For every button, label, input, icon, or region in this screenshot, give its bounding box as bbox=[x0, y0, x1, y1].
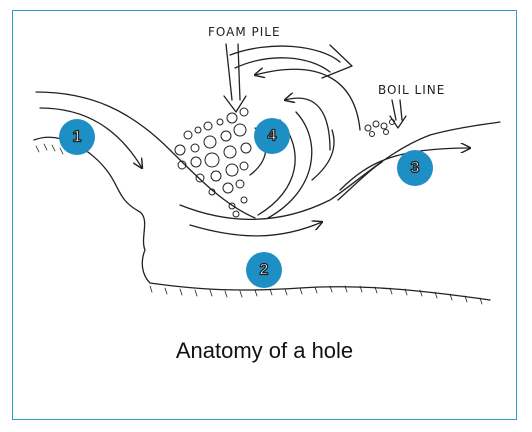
badge-2: 2 bbox=[246, 252, 282, 288]
foam-pile-label: FOAM PILE bbox=[208, 25, 281, 39]
badge-1-number: 1 bbox=[73, 129, 82, 146]
wave-curl-4 bbox=[311, 129, 335, 181]
upstream-flow-line bbox=[35, 91, 256, 219]
boil-line-pointer bbox=[389, 99, 407, 129]
riverbed-outline bbox=[33, 136, 491, 301]
riverbed-texture bbox=[35, 143, 483, 305]
wave-curl-2 bbox=[267, 111, 313, 219]
badge-4: 4 bbox=[254, 118, 290, 154]
recirculation-inner bbox=[285, 98, 331, 151]
recirculation-outer bbox=[255, 69, 361, 131]
boil-foam bbox=[364, 119, 395, 137]
badge-2-number: 2 bbox=[260, 262, 269, 279]
incoming-arrow-head bbox=[321, 44, 353, 79]
diagram-caption: Anatomy of a hole bbox=[175, 338, 354, 363]
incoming-arrow-body bbox=[229, 45, 341, 73]
outflow-arrow bbox=[339, 148, 470, 191]
badge-3-number: 3 bbox=[411, 160, 420, 177]
boil-line-label: BOIL LINE bbox=[378, 83, 445, 97]
outflow-line-lower bbox=[337, 161, 383, 201]
foam-bubbles bbox=[174, 107, 252, 218]
badge-4-number: 4 bbox=[268, 128, 277, 145]
badge-3: 3 bbox=[397, 150, 433, 186]
bottom-flow-arrow bbox=[189, 222, 322, 237]
badge-1: 1 bbox=[59, 119, 95, 155]
upstream-flow-arrow bbox=[39, 107, 142, 168]
foam-pile-pointer bbox=[223, 43, 247, 113]
bottom-flow-line bbox=[179, 121, 501, 221]
